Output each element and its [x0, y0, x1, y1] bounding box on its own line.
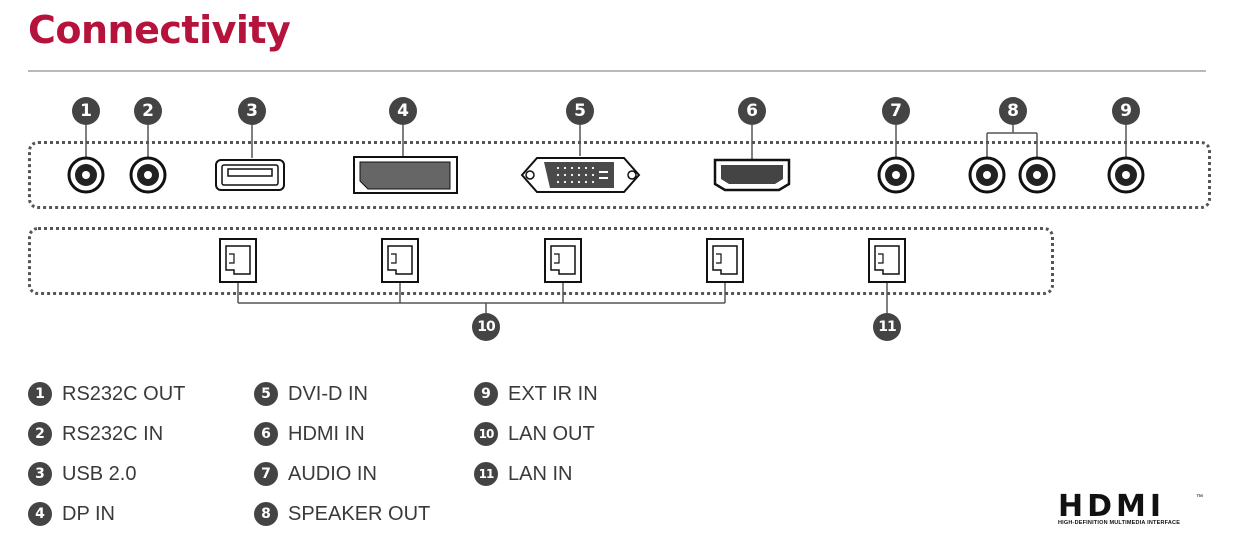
legend-label: SPEAKER OUT: [288, 502, 431, 525]
port-4-badge: 4: [389, 97, 417, 125]
port-1-badge: 1: [72, 97, 100, 125]
port-11-badge: 11: [873, 313, 901, 341]
legend-item: 5 DVI-D IN: [254, 380, 368, 408]
legend-item: 7 AUDIO IN: [254, 460, 377, 488]
legend-item: 10 LAN OUT: [474, 420, 595, 448]
rj45-port-icon: [706, 238, 744, 283]
port-7-badge: 7: [882, 97, 910, 125]
rj45-port-icon: [381, 238, 419, 283]
legend-number: 11: [474, 462, 498, 486]
legend-number: 5: [254, 382, 278, 406]
title-divider: [28, 70, 1206, 72]
dvi-port-icon: [520, 157, 641, 193]
page-title: Connectivity: [28, 8, 291, 52]
port-3-badge: 3: [238, 97, 266, 125]
legend-label: EXT IR IN: [508, 382, 598, 405]
legend-number: 4: [28, 502, 52, 526]
rj45-port-icon: [544, 238, 582, 283]
legend-label: LAN OUT: [508, 422, 595, 445]
hdmi-port-icon: [713, 158, 791, 192]
legend-number: 7: [254, 462, 278, 486]
top-connector-panel: [28, 141, 1211, 209]
legend-label: AUDIO IN: [288, 462, 377, 485]
legend-item: 6 HDMI IN: [254, 420, 365, 448]
legend-item: 3 USB 2.0: [28, 460, 136, 488]
usb-port-icon: [215, 159, 285, 191]
rj45-port-icon: [219, 238, 257, 283]
legend-label: DVI-D IN: [288, 382, 368, 405]
legend-item: 2 RS232C IN: [28, 420, 163, 448]
legend-item: 1 RS232C OUT: [28, 380, 185, 408]
bottom-connector-panel: [28, 227, 1054, 295]
legend-label: RS232C IN: [62, 422, 164, 445]
legend-number: 10: [474, 422, 498, 446]
port-5-badge: 5: [566, 97, 594, 125]
round-jack-icon: [129, 156, 167, 194]
legend-item: 9 EXT IR IN: [474, 380, 598, 408]
legend-item: 4 DP IN: [28, 500, 115, 528]
hdmi-logo: HDMI ™ HIGH-DEFINITION MULTIMEDIA INTERF…: [1058, 489, 1208, 527]
legend-number: 1: [28, 382, 52, 406]
legend-number: 6: [254, 422, 278, 446]
round-jack-icon: [968, 156, 1006, 194]
port-2-badge: 2: [134, 97, 162, 125]
legend-label: DP IN: [62, 502, 115, 525]
legend-item: 11 LAN IN: [474, 460, 572, 488]
round-jack-icon: [877, 156, 915, 194]
port-10-badge: 10: [472, 313, 500, 341]
legend-number: 3: [28, 462, 52, 486]
legend-number: 2: [28, 422, 52, 446]
port-8-badge: 8: [999, 97, 1027, 125]
legend-label: LAN IN: [508, 462, 573, 485]
round-jack-icon: [1107, 156, 1145, 194]
legend-number: 8: [254, 502, 278, 526]
hdmi-logo-subtitle: HIGH-DEFINITION MULTIMEDIA INTERFACE: [1058, 520, 1181, 526]
port-6-badge: 6: [738, 97, 766, 125]
round-jack-icon: [1018, 156, 1056, 194]
legend-label: HDMI IN: [288, 422, 365, 445]
displayport-icon: [353, 156, 458, 194]
hdmi-logo-text: HDMI: [1058, 489, 1166, 524]
legend-number: 9: [474, 382, 498, 406]
hdmi-logo-tm: ™: [1196, 494, 1203, 501]
top-leader-lines: [85, 125, 1127, 160]
rj45-port-icon: [868, 238, 906, 283]
legend-item: 8 SPEAKER OUT: [254, 500, 430, 528]
port-9-badge: 9: [1112, 97, 1140, 125]
legend-label: USB 2.0: [62, 462, 137, 485]
round-jack-icon: [67, 156, 105, 194]
bottom-leader-lines: [237, 282, 888, 313]
legend-label: RS232C OUT: [62, 382, 186, 405]
